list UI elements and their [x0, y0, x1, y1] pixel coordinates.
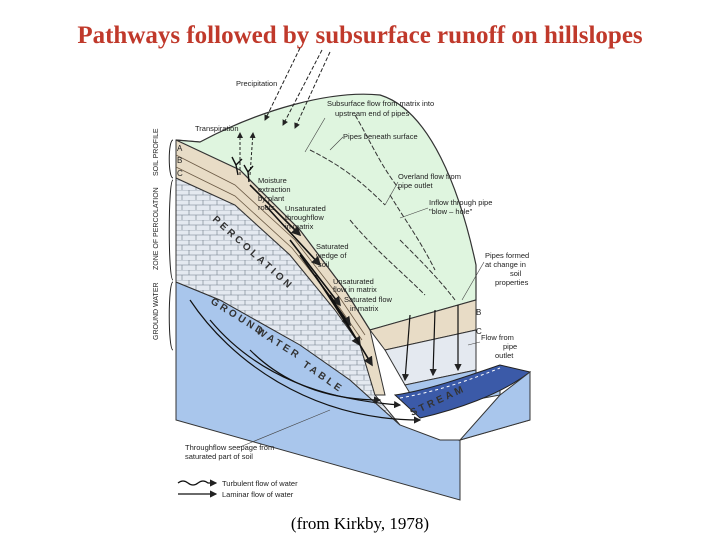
- pipes: [309, 114, 456, 301]
- saturated-wedge-label-3: soil: [318, 260, 330, 269]
- legend-turbulent-label: Turbulent flow of water: [222, 479, 298, 488]
- inflow-label-1: Inflow through pipe: [429, 198, 492, 207]
- block-right-face: [458, 370, 531, 441]
- leader-lines: [239, 117, 485, 448]
- saturated-flow-label-2: in matrix: [350, 304, 379, 313]
- soil-horizon-line: [175, 154, 366, 336]
- unsaturated-throughflow-label-3: in matrix: [285, 222, 314, 231]
- unsaturated-flow-label-2: flow in matrix: [333, 285, 377, 294]
- overland-flow-label-1: Overland flow from: [398, 172, 461, 181]
- legend-turbulent-symbol: [177, 479, 218, 487]
- inflow-label-2: "blow – hole": [429, 207, 473, 216]
- soil-profile-label: SOIL PROFILE: [153, 128, 160, 176]
- moisture-label-4: roots: [258, 203, 275, 212]
- pipes-formed-label-1: Pipes formed: [485, 251, 529, 260]
- flow-from-pipe-label-3: outlet: [495, 351, 514, 360]
- pipes-formed-label-3: soil: [510, 269, 522, 278]
- horizon-b-label: B: [177, 156, 182, 165]
- precipitation-arrows: [264, 47, 331, 129]
- seepage-label-2: saturated part of soil: [185, 452, 253, 461]
- moisture-label-3: by plant: [258, 194, 285, 203]
- horizon-c-label: C: [177, 169, 183, 178]
- hillslope-surface: [175, 93, 477, 331]
- unsaturated-flow-label-1: Unsaturated: [333, 277, 374, 286]
- plant-roots: [231, 156, 254, 183]
- throughflow-arrows: [249, 184, 373, 367]
- zone-of-percolation-label: ZONE OF PERCOLATION: [153, 187, 160, 270]
- slide-title: Pathways followed by subsurface runoff o…: [77, 22, 643, 49]
- saturated-flow-label-1: Saturated flow: [344, 295, 393, 304]
- unsaturated-throughflow-label-2: throughflow: [285, 213, 324, 222]
- unsaturated-throughflow-label-1: Unsaturated: [285, 204, 326, 213]
- flow-from-pipe-label-2: pipe: [503, 342, 517, 351]
- left-brackets: [168, 139, 174, 351]
- precipitation-label: Precipitation: [236, 79, 277, 88]
- groundwater-flow-lines: [189, 299, 422, 424]
- transpiration-label: Transpiration: [195, 124, 239, 133]
- right-horizon-c-label: C: [476, 327, 482, 336]
- source-caption: (from Kirkby, 1978): [290, 514, 430, 533]
- percolation-arrows: [401, 305, 462, 382]
- moisture-label-2: extraction: [258, 185, 291, 194]
- saturated-wedge-label-2: wedge of: [315, 251, 347, 260]
- pipes-formed-label-4: properties: [495, 278, 529, 287]
- subsurface-flow-label-2: upstream end of pipes: [335, 109, 409, 118]
- seepage-label-1: Throughflow seepage from: [185, 443, 274, 452]
- overland-flow-label-2: pipe outlet: [398, 181, 434, 190]
- moisture-label-1: Moisture: [258, 176, 287, 185]
- legend-laminar-label: Laminar flow of water: [222, 490, 294, 499]
- saturated-wedge-label-1: Saturated: [316, 242, 349, 251]
- ground-water-label: GROUND WATER: [153, 282, 160, 340]
- pipes-formed-label-2: at change in: [485, 260, 526, 269]
- right-horizon-b-label: B: [476, 308, 481, 317]
- horizon-a-label: A: [177, 144, 183, 153]
- flow-from-pipe-label-1: Flow from: [481, 333, 514, 342]
- subsurface-flow-label-1: Subsurface flow from matrix into: [327, 99, 434, 108]
- pipes-beneath-label: Pipes beneath surface: [343, 132, 418, 141]
